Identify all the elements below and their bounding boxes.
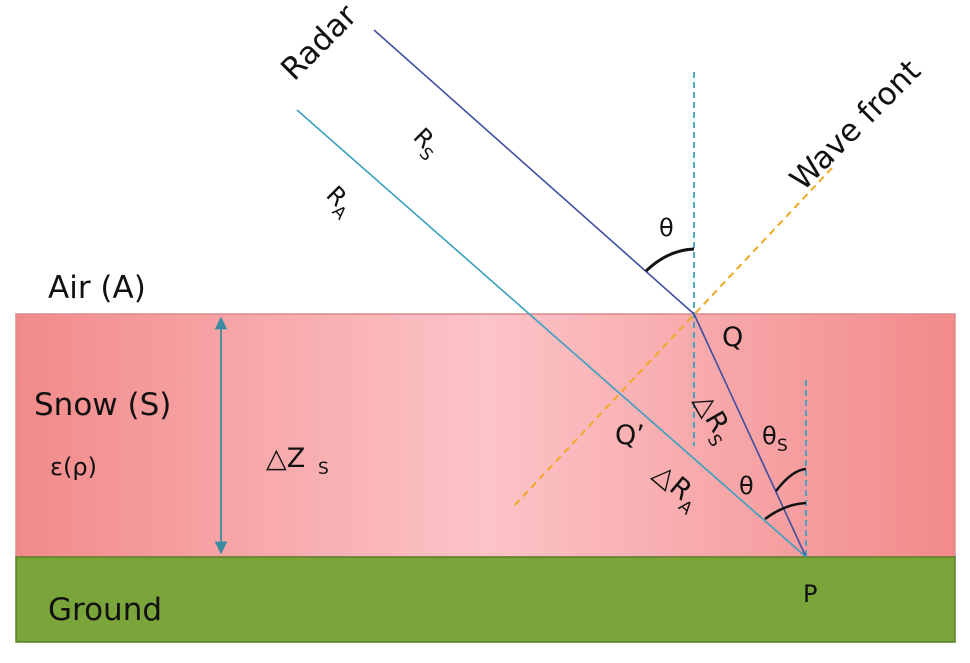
r-s-label: R S	[408, 122, 440, 165]
delta-z-label: △Z S	[266, 443, 329, 479]
q-prime-label: Q’	[615, 420, 645, 451]
svg-text:S: S	[777, 436, 788, 456]
theta-s-label: θ S	[762, 422, 788, 456]
ray-ra	[296, 109, 807, 558]
theta-bottom-label: θ	[739, 472, 754, 500]
wave-front-label: Wave front	[783, 53, 928, 198]
svg-text:θ: θ	[762, 422, 777, 450]
ground-layer	[15, 556, 956, 643]
wave-front-line	[511, 167, 833, 509]
theta-top-label: θ	[659, 214, 674, 242]
theta-arc-top	[644, 247, 695, 273]
ray-delta-rs	[693, 313, 807, 558]
theta-s-arc	[775, 467, 807, 492]
q-label: Q	[722, 322, 743, 353]
snow-label: Snow (S)	[34, 387, 171, 423]
snow-layer	[15, 313, 956, 558]
p-label: P	[803, 580, 817, 608]
ground-label: Ground	[48, 592, 162, 628]
air-label: Air (A)	[48, 270, 146, 306]
theta-arc-bottom	[764, 501, 807, 521]
radar-label: Radar	[274, 0, 364, 88]
ray-rs	[373, 29, 695, 315]
r-a-label: R A	[321, 180, 353, 224]
svg-text:△Z: △Z	[266, 443, 305, 474]
epsilon-label: ε(ρ)	[50, 453, 97, 481]
svg-text:S: S	[318, 459, 329, 479]
